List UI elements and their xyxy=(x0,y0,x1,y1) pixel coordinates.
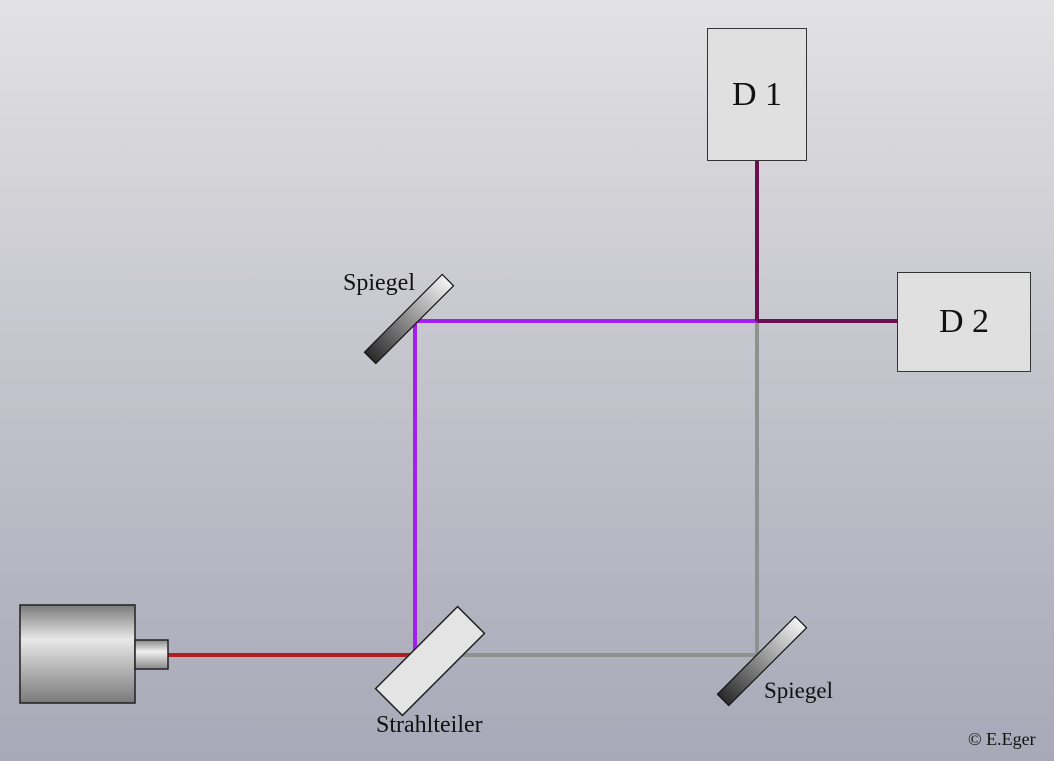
mirror-bottom-label: Spiegel xyxy=(764,678,833,703)
copyright-label: © E.Eger xyxy=(968,729,1036,749)
detector-d2-label: D 2 xyxy=(938,303,990,340)
beam-splitter-label: Strahlteiler xyxy=(376,712,483,738)
mirror-top-label: Spiegel xyxy=(343,270,415,296)
detector-d1-label: D 1 xyxy=(731,75,783,113)
detector-d1: D 1 xyxy=(707,28,807,161)
mirror-bottom xyxy=(716,615,808,707)
laser-nozzle xyxy=(134,639,169,670)
beam-splitter xyxy=(374,605,486,717)
laser-body xyxy=(19,604,136,704)
detector-d2: D 2 xyxy=(897,272,1031,372)
laser-source xyxy=(19,604,169,704)
mirror-top xyxy=(363,273,455,365)
